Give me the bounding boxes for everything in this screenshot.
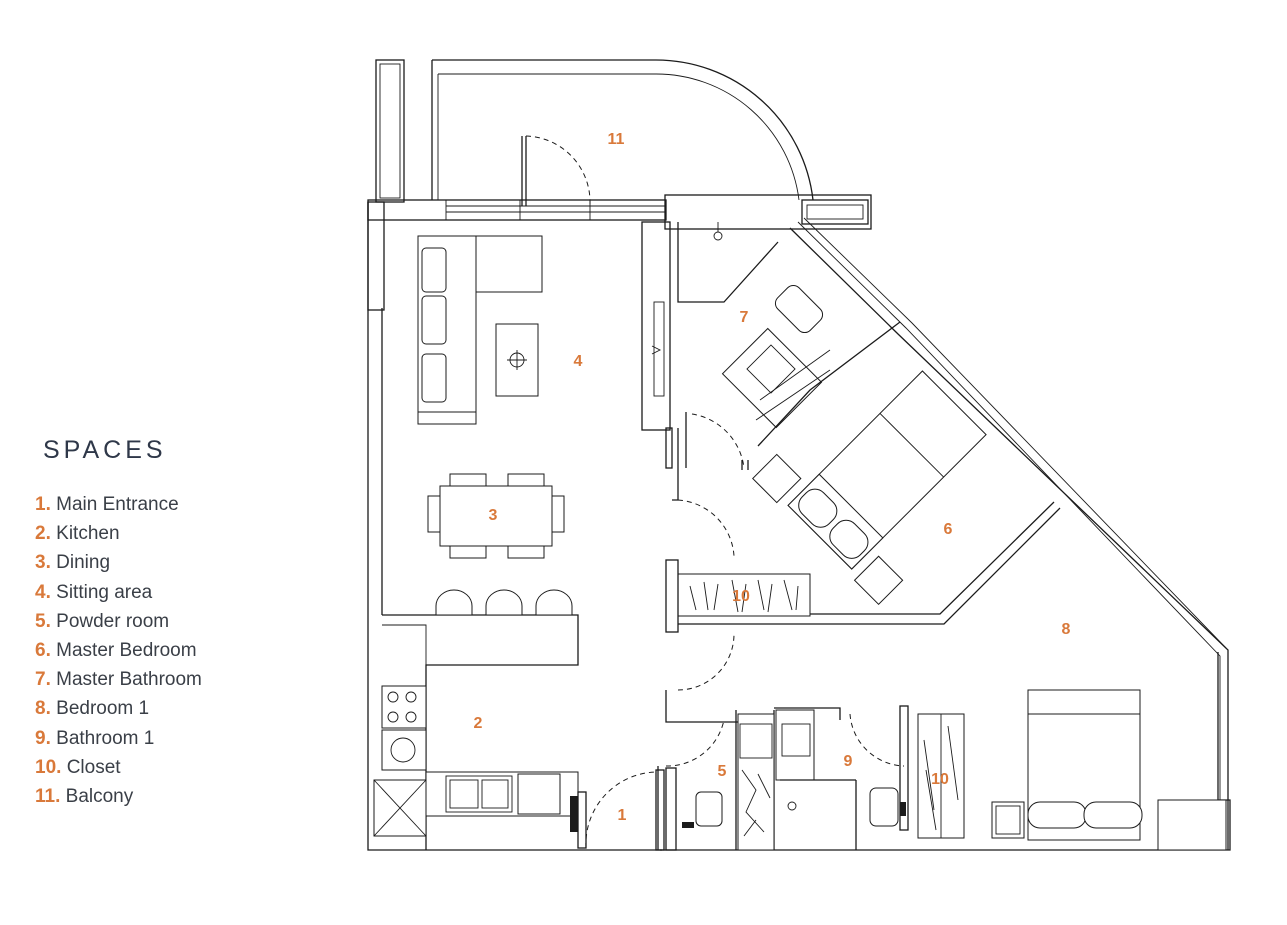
master-suite-walls (672, 222, 779, 501)
master-bed (752, 370, 987, 606)
legend-item-label: Balcony (65, 785, 134, 807)
legend-item: 3. Dining (35, 548, 202, 577)
legend-item-label: Bathroom 1 (56, 727, 155, 749)
legend-item: 8. Bedroom 1 (35, 694, 202, 723)
master-bathroom-fixtures (713, 222, 901, 447)
room-label-master-bathroom: 7 (740, 309, 749, 326)
entrance-door (577, 766, 665, 851)
bedroom-1-bed (991, 689, 1227, 851)
room-label-sitting-area: 4 (574, 353, 583, 370)
legend-item: 7. Master Bathroom (35, 665, 202, 694)
bathroom-1-fixtures (775, 709, 906, 850)
outer-walls (367, 201, 1231, 851)
legend-item: 9. Bathroom 1 (35, 724, 202, 753)
room-label-kitchen: 2 (474, 715, 483, 732)
legend-item: 1. Main Entrance (35, 490, 202, 519)
room-label-closet: 10 (931, 771, 949, 788)
legend-item: 11. Balcony (35, 782, 202, 811)
legend-item-number: 3. (35, 552, 51, 574)
legend-item-label: Master Bathroom (56, 669, 202, 691)
top-window-wall (367, 199, 667, 221)
coffee-table (495, 323, 539, 397)
legend-item-number: 1. (35, 494, 51, 515)
legend-item-number: 6. (35, 639, 51, 661)
legend-item-number: 11. (35, 785, 61, 807)
legend-item-number: 8. (35, 698, 51, 720)
closet-master (665, 499, 811, 691)
legend-item: 5. Powder room (35, 607, 202, 636)
balcony-door (521, 135, 591, 206)
legend-item-number: 4. (35, 581, 51, 603)
room-label-balcony: 11 (608, 131, 625, 148)
legend-item-label: Main Entrance (56, 494, 179, 515)
bar-stools (435, 589, 573, 616)
spaces-legend: SPACES 1. Main Entrance 2. Kitchen 3. Di… (0, 0, 360, 925)
room-label-dining: 3 (489, 507, 498, 524)
legend-item-number: 7. (35, 669, 51, 691)
room-label-closet: 10 (732, 588, 750, 605)
sofa (417, 235, 543, 425)
legend-item: 6. Master Bedroom (35, 636, 202, 665)
legend-item: 2. Kitchen (35, 519, 202, 548)
central-partition (641, 221, 673, 469)
room-label-main-entrance: 1 (618, 807, 627, 824)
legend-item: 4. Sitting area (35, 578, 202, 607)
legend-item-label: Closet (66, 756, 121, 778)
legend-item-number: 9. (35, 727, 51, 749)
floor-plan: 1 2 3 4 5 6 7 8 9 10 10 11 (367, 59, 1231, 851)
legend-item-number: 10. (35, 756, 62, 778)
room-label-bedroom-1: 8 (1062, 621, 1071, 638)
legend-item: 10. Closet (35, 753, 202, 782)
legend-item-label: Kitchen (56, 523, 120, 545)
legend-item-label: Bedroom 1 (56, 698, 150, 720)
legend-item-label: Dining (56, 552, 111, 574)
legend-item-number: 5. (35, 610, 51, 632)
legend-item-label: Master Bedroom (56, 639, 197, 661)
legend-title: SPACES (43, 436, 167, 464)
kitchen-counters (373, 685, 579, 837)
room-label-bathroom-1: 9 (844, 753, 853, 770)
dining-table (427, 473, 565, 559)
legend-item-label: Powder room (56, 610, 170, 632)
closet-bedroom (917, 713, 965, 839)
room-label-powder-room: 5 (718, 763, 727, 780)
legend-list: 1. Main Entrance 2. Kitchen 3. Dining 4.… (35, 490, 202, 811)
legend-item-label: Sitting area (56, 581, 153, 603)
room-label-master-bedroom: 6 (944, 521, 953, 538)
legend-item-number: 2. (35, 523, 51, 545)
balcony (375, 59, 872, 230)
powder-room-fixtures (682, 713, 775, 851)
